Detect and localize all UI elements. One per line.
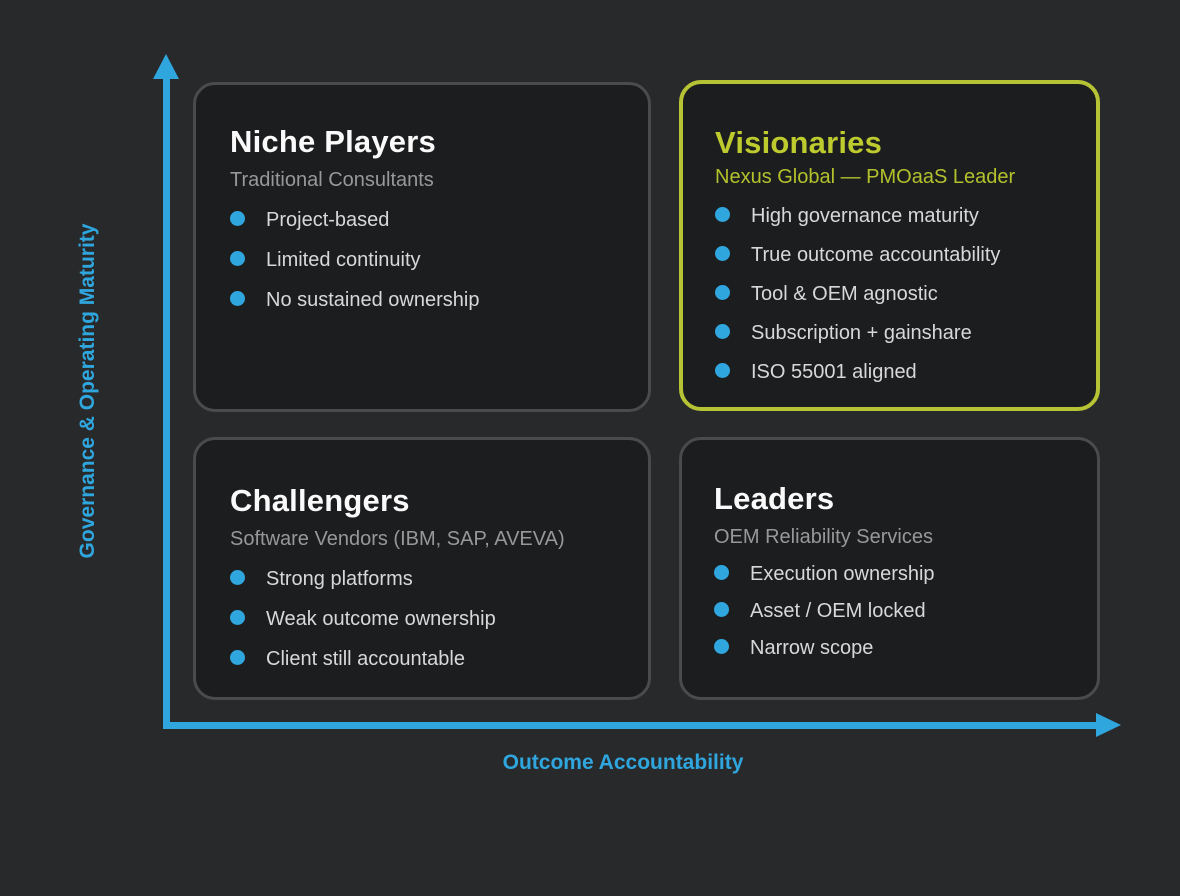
bullet-item: Client still accountable <box>230 648 614 671</box>
bullet-text: Asset / OEM locked <box>750 600 926 623</box>
bullet-dot-icon <box>230 570 245 586</box>
bullet-text: Subscription + gainshare <box>751 322 972 345</box>
bullet-item: Asset / OEM locked <box>714 600 1065 623</box>
bullet-item: Tool & OEM agnostic <box>715 283 1064 306</box>
bullet-dot-icon <box>714 565 729 581</box>
quadrant-subtitle: Nexus Global — PMOaaS Leader <box>715 166 1016 189</box>
bullet-dot-icon <box>230 291 245 307</box>
bullet-text: ISO 55001 aligned <box>751 361 917 384</box>
bullet-dot-icon <box>715 285 730 301</box>
y-axis-label: Governance & Operating Maturity <box>76 223 99 559</box>
bullet-dot-icon <box>715 324 730 340</box>
bullet-item: Execution ownership <box>714 563 1065 586</box>
bullet-text: Narrow scope <box>750 637 874 660</box>
bullet-item: Narrow scope <box>714 637 1065 660</box>
bullet-item: Limited continuity <box>230 249 614 272</box>
quadrant-subtitle: OEM Reliability Services <box>714 526 933 549</box>
bullet-item: High governance maturity <box>715 205 1064 228</box>
arrow-up-icon <box>153 54 179 79</box>
quadrant-niche-players: Niche Players Traditional Consultants Pr… <box>193 82 651 412</box>
bullet-item: Weak outcome ownership <box>230 608 614 631</box>
bullet-text: True outcome accountability <box>751 244 1001 267</box>
bullet-text: Tool & OEM agnostic <box>751 283 938 306</box>
bullet-dot-icon <box>714 639 729 655</box>
arrow-right-icon <box>1096 713 1121 737</box>
bullet-text: Execution ownership <box>750 563 935 586</box>
bullet-text: No sustained ownership <box>266 289 480 312</box>
bullet-item: ISO 55001 aligned <box>715 361 1064 384</box>
bullet-item: Project-based <box>230 209 614 232</box>
quadrant-challengers: Challengers Software Vendors (IBM, SAP, … <box>193 437 651 700</box>
bullet-text: Client still accountable <box>266 648 465 671</box>
bullet-item: True outcome accountability <box>715 244 1064 267</box>
bullet-text: Limited continuity <box>266 249 421 272</box>
bullet-dot-icon <box>715 207 730 223</box>
bullet-list: High governance maturity True outcome ac… <box>715 205 1064 384</box>
bullet-list: Execution ownership Asset / OEM locked N… <box>714 563 1065 660</box>
bullet-item: No sustained ownership <box>230 289 614 312</box>
bullet-list: Strong platforms Weak outcome ownership … <box>230 568 614 671</box>
y-axis-line <box>163 72 170 729</box>
quadrant-title: Leaders <box>714 481 835 516</box>
quadrant-subtitle: Traditional Consultants <box>230 169 434 192</box>
bullet-dot-icon <box>230 650 245 666</box>
bullet-item: Strong platforms <box>230 568 614 591</box>
bullet-dot-icon <box>715 246 730 262</box>
bullet-list: Project-based Limited continuity No sust… <box>230 209 614 312</box>
bullet-text: Weak outcome ownership <box>266 608 496 631</box>
bullet-item: Subscription + gainshare <box>715 322 1064 345</box>
quadrant-leaders: Leaders OEM Reliability Services Executi… <box>679 437 1100 700</box>
quadrant-visionaries: Visionaries Nexus Global — PMOaaS Leader… <box>679 80 1100 411</box>
x-axis-line <box>163 722 1098 729</box>
bullet-text: Strong platforms <box>266 568 413 591</box>
bullet-dot-icon <box>230 610 245 626</box>
bullet-text: High governance maturity <box>751 205 979 228</box>
bullet-text: Project-based <box>266 209 390 232</box>
x-axis-label: Outcome Accountability <box>502 751 744 774</box>
quadrant-subtitle: Software Vendors (IBM, SAP, AVEVA) <box>230 528 565 551</box>
bullet-dot-icon <box>230 251 245 267</box>
bullet-dot-icon <box>230 211 245 227</box>
bullet-dot-icon <box>715 363 730 379</box>
quadrant-title: Challengers <box>230 483 410 518</box>
bullet-dot-icon <box>714 602 729 618</box>
quadrant-title: Niche Players <box>230 124 436 159</box>
quadrant-title: Visionaries <box>715 125 883 160</box>
